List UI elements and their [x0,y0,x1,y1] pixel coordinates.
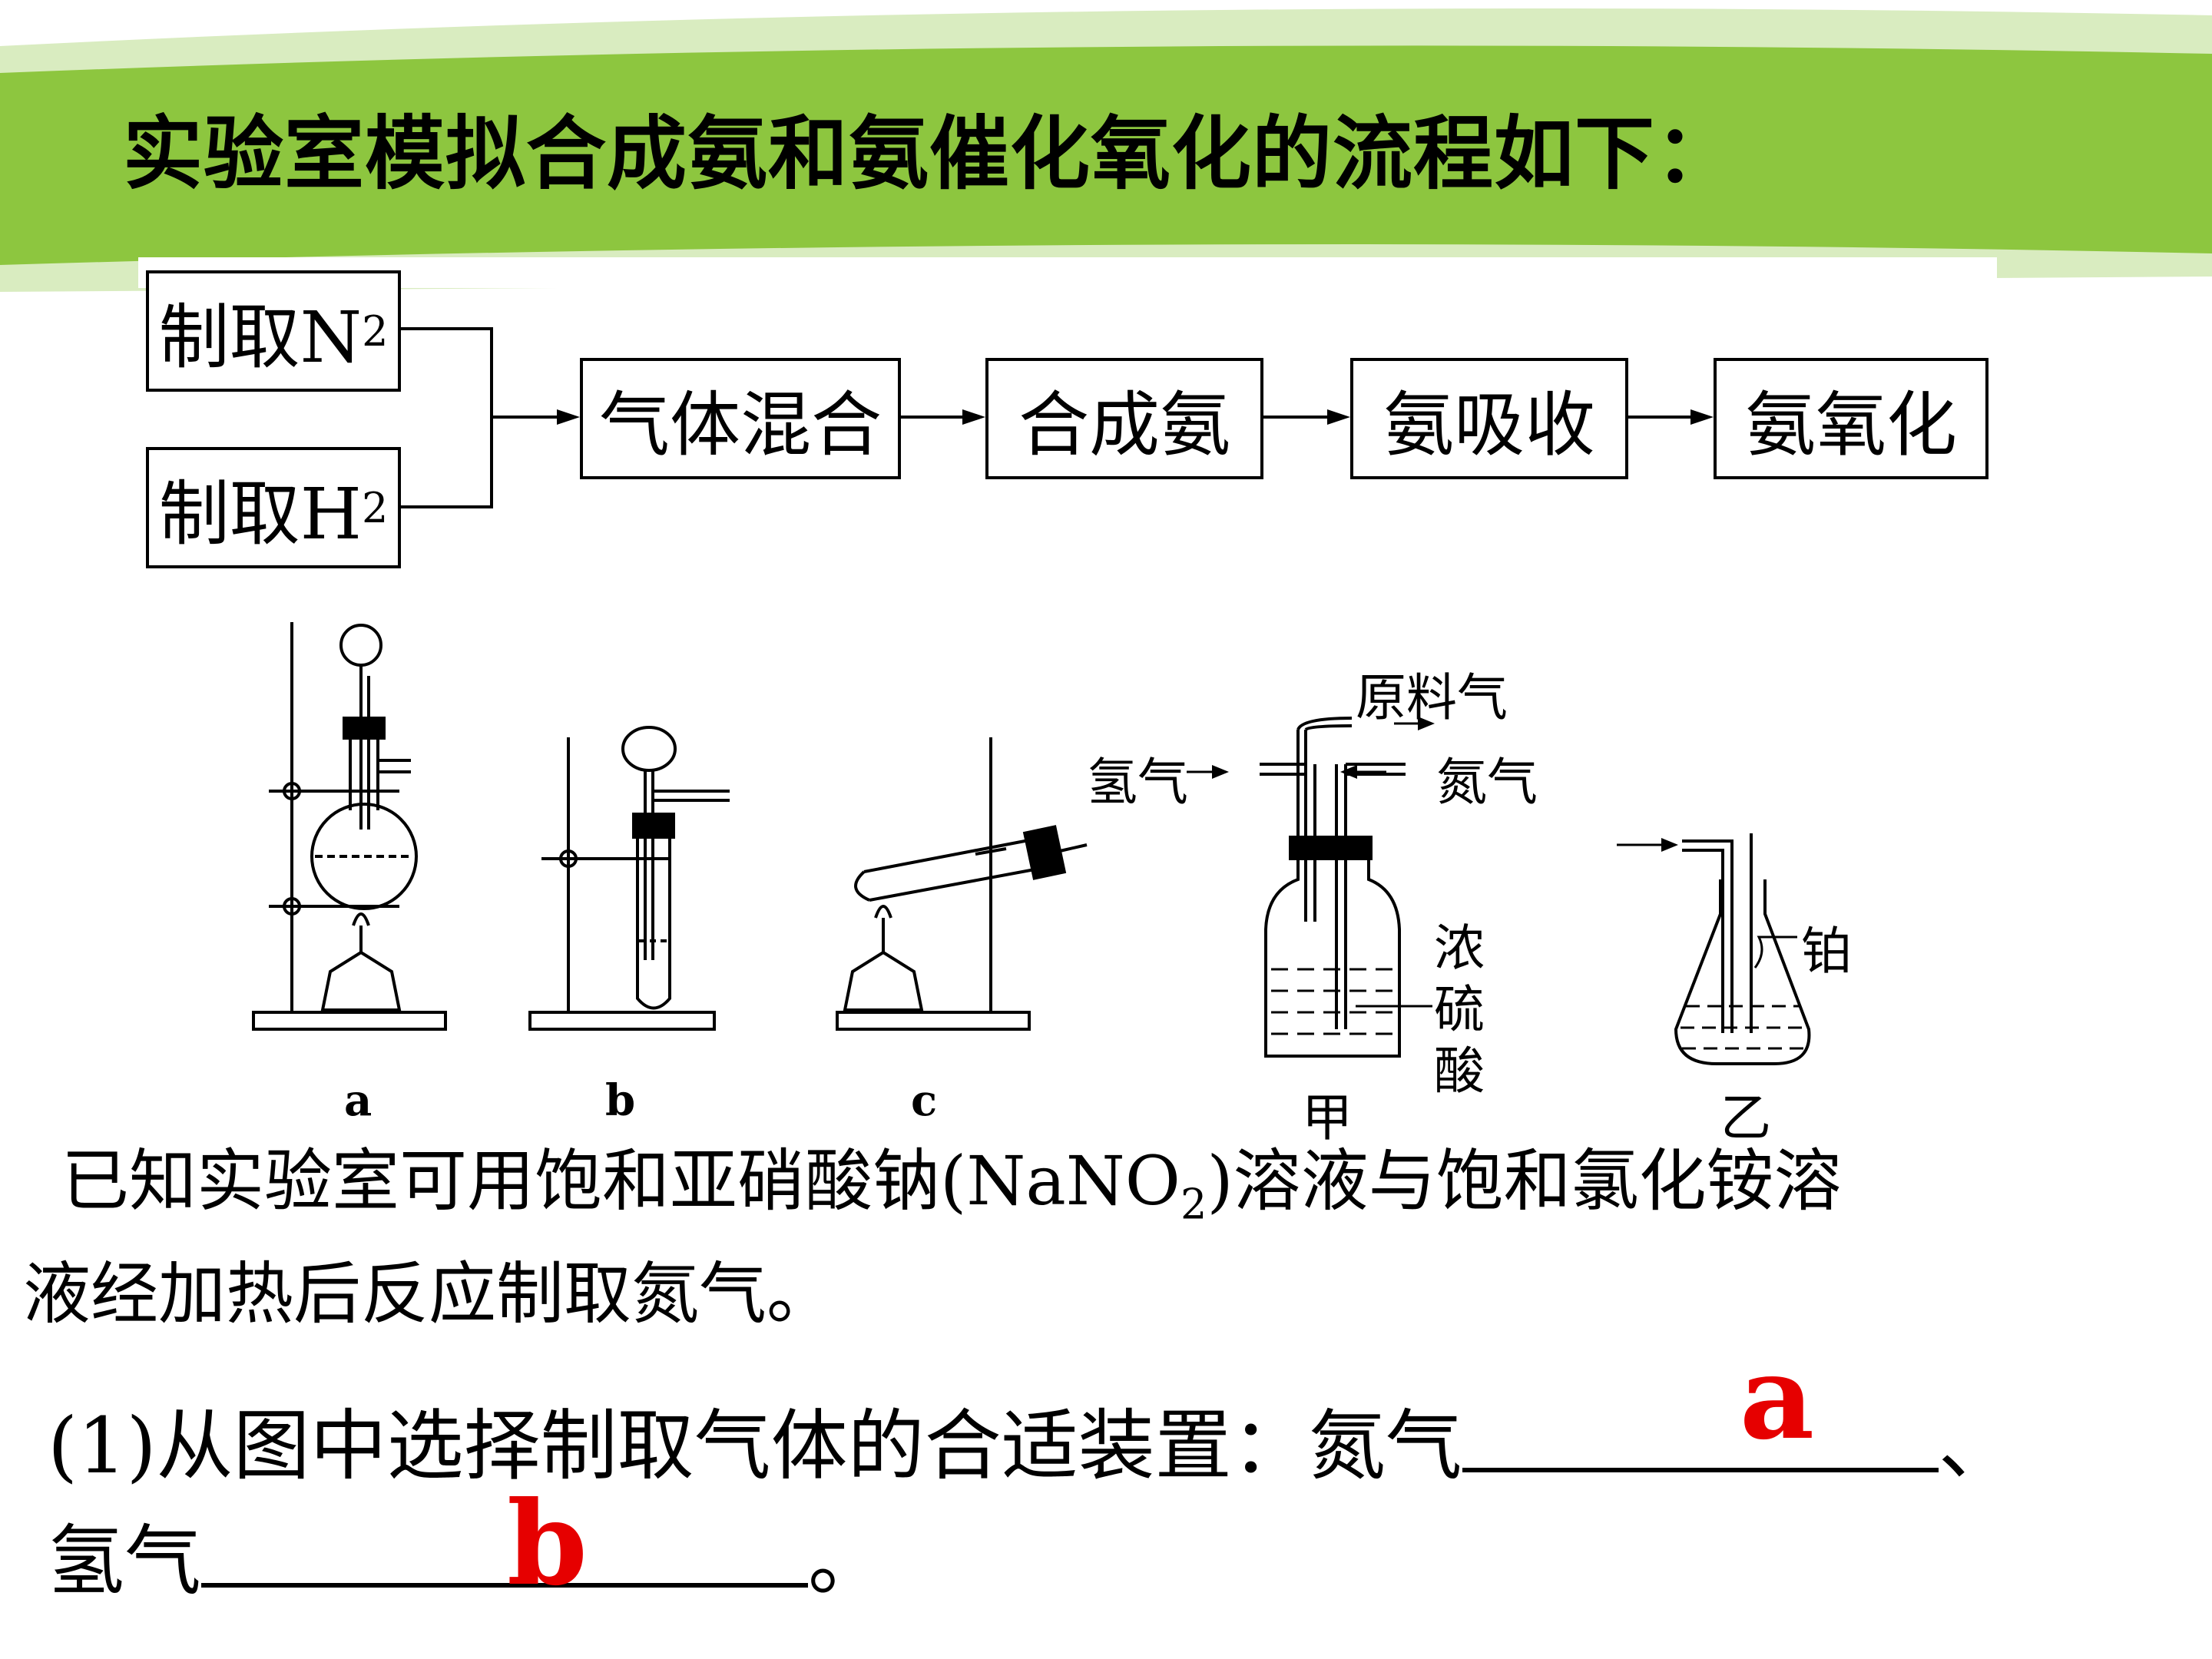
blank-hydrogen[interactable] [201,1522,808,1588]
flowchart-connectors [399,327,1714,508]
label-apparatus-c: c [911,1075,938,1126]
label-nitrogen-in: 氮气 [1436,753,1538,812]
apparatus-diagram [252,622,1811,1065]
label-apparatus-a: a [344,1075,373,1126]
label-bottle-jia: 甲 [1302,1088,1353,1147]
question-1: (1)从图中选择制取气体的合适装置：氮气、 氢气。 [48,1401,2015,1606]
blank-nitrogen[interactable] [1462,1406,1939,1472]
box-gas-mixing: 气体混合 [580,358,901,479]
apparatus-b-drawing [528,726,730,1031]
page-title: 实验室模拟合成氨和氨催化氧化的流程如下： [123,107,1737,200]
apparatus-c-drawing [836,737,1088,1031]
label-feed-gas: 原料气 [1356,668,1508,727]
label-apparatus-b: b [605,1075,636,1126]
box-ammonia-oxidation: 氨氧化 [1714,358,1988,479]
box-ammonia-absorption: 氨吸收 [1350,358,1628,479]
box-ammonia-synthesis: 合成氨 [985,358,1263,479]
bottle-jia-drawing [1187,717,1432,1058]
label-platinum: 铂 [1801,922,1852,981]
label-conc-sulfuric-acid: 浓硫酸 [1434,919,1485,1101]
known-info-paragraph: 已知实验室可用饱和亚硝酸钠(NaNO2)溶液与饱和氯化铵溶 液经加热后反应制取氮… [23,1141,1842,1333]
answer-hydrogen: b [507,1476,588,1611]
title-banner [0,8,2212,292]
label-flask-yi: 乙 [1720,1088,1771,1147]
answer-nitrogen: a [1740,1330,1815,1465]
label-hydrogen-in: 氢气 [1087,753,1188,812]
apparatus-a-drawing [252,622,447,1031]
flask-yi-drawing [1617,833,1811,1065]
